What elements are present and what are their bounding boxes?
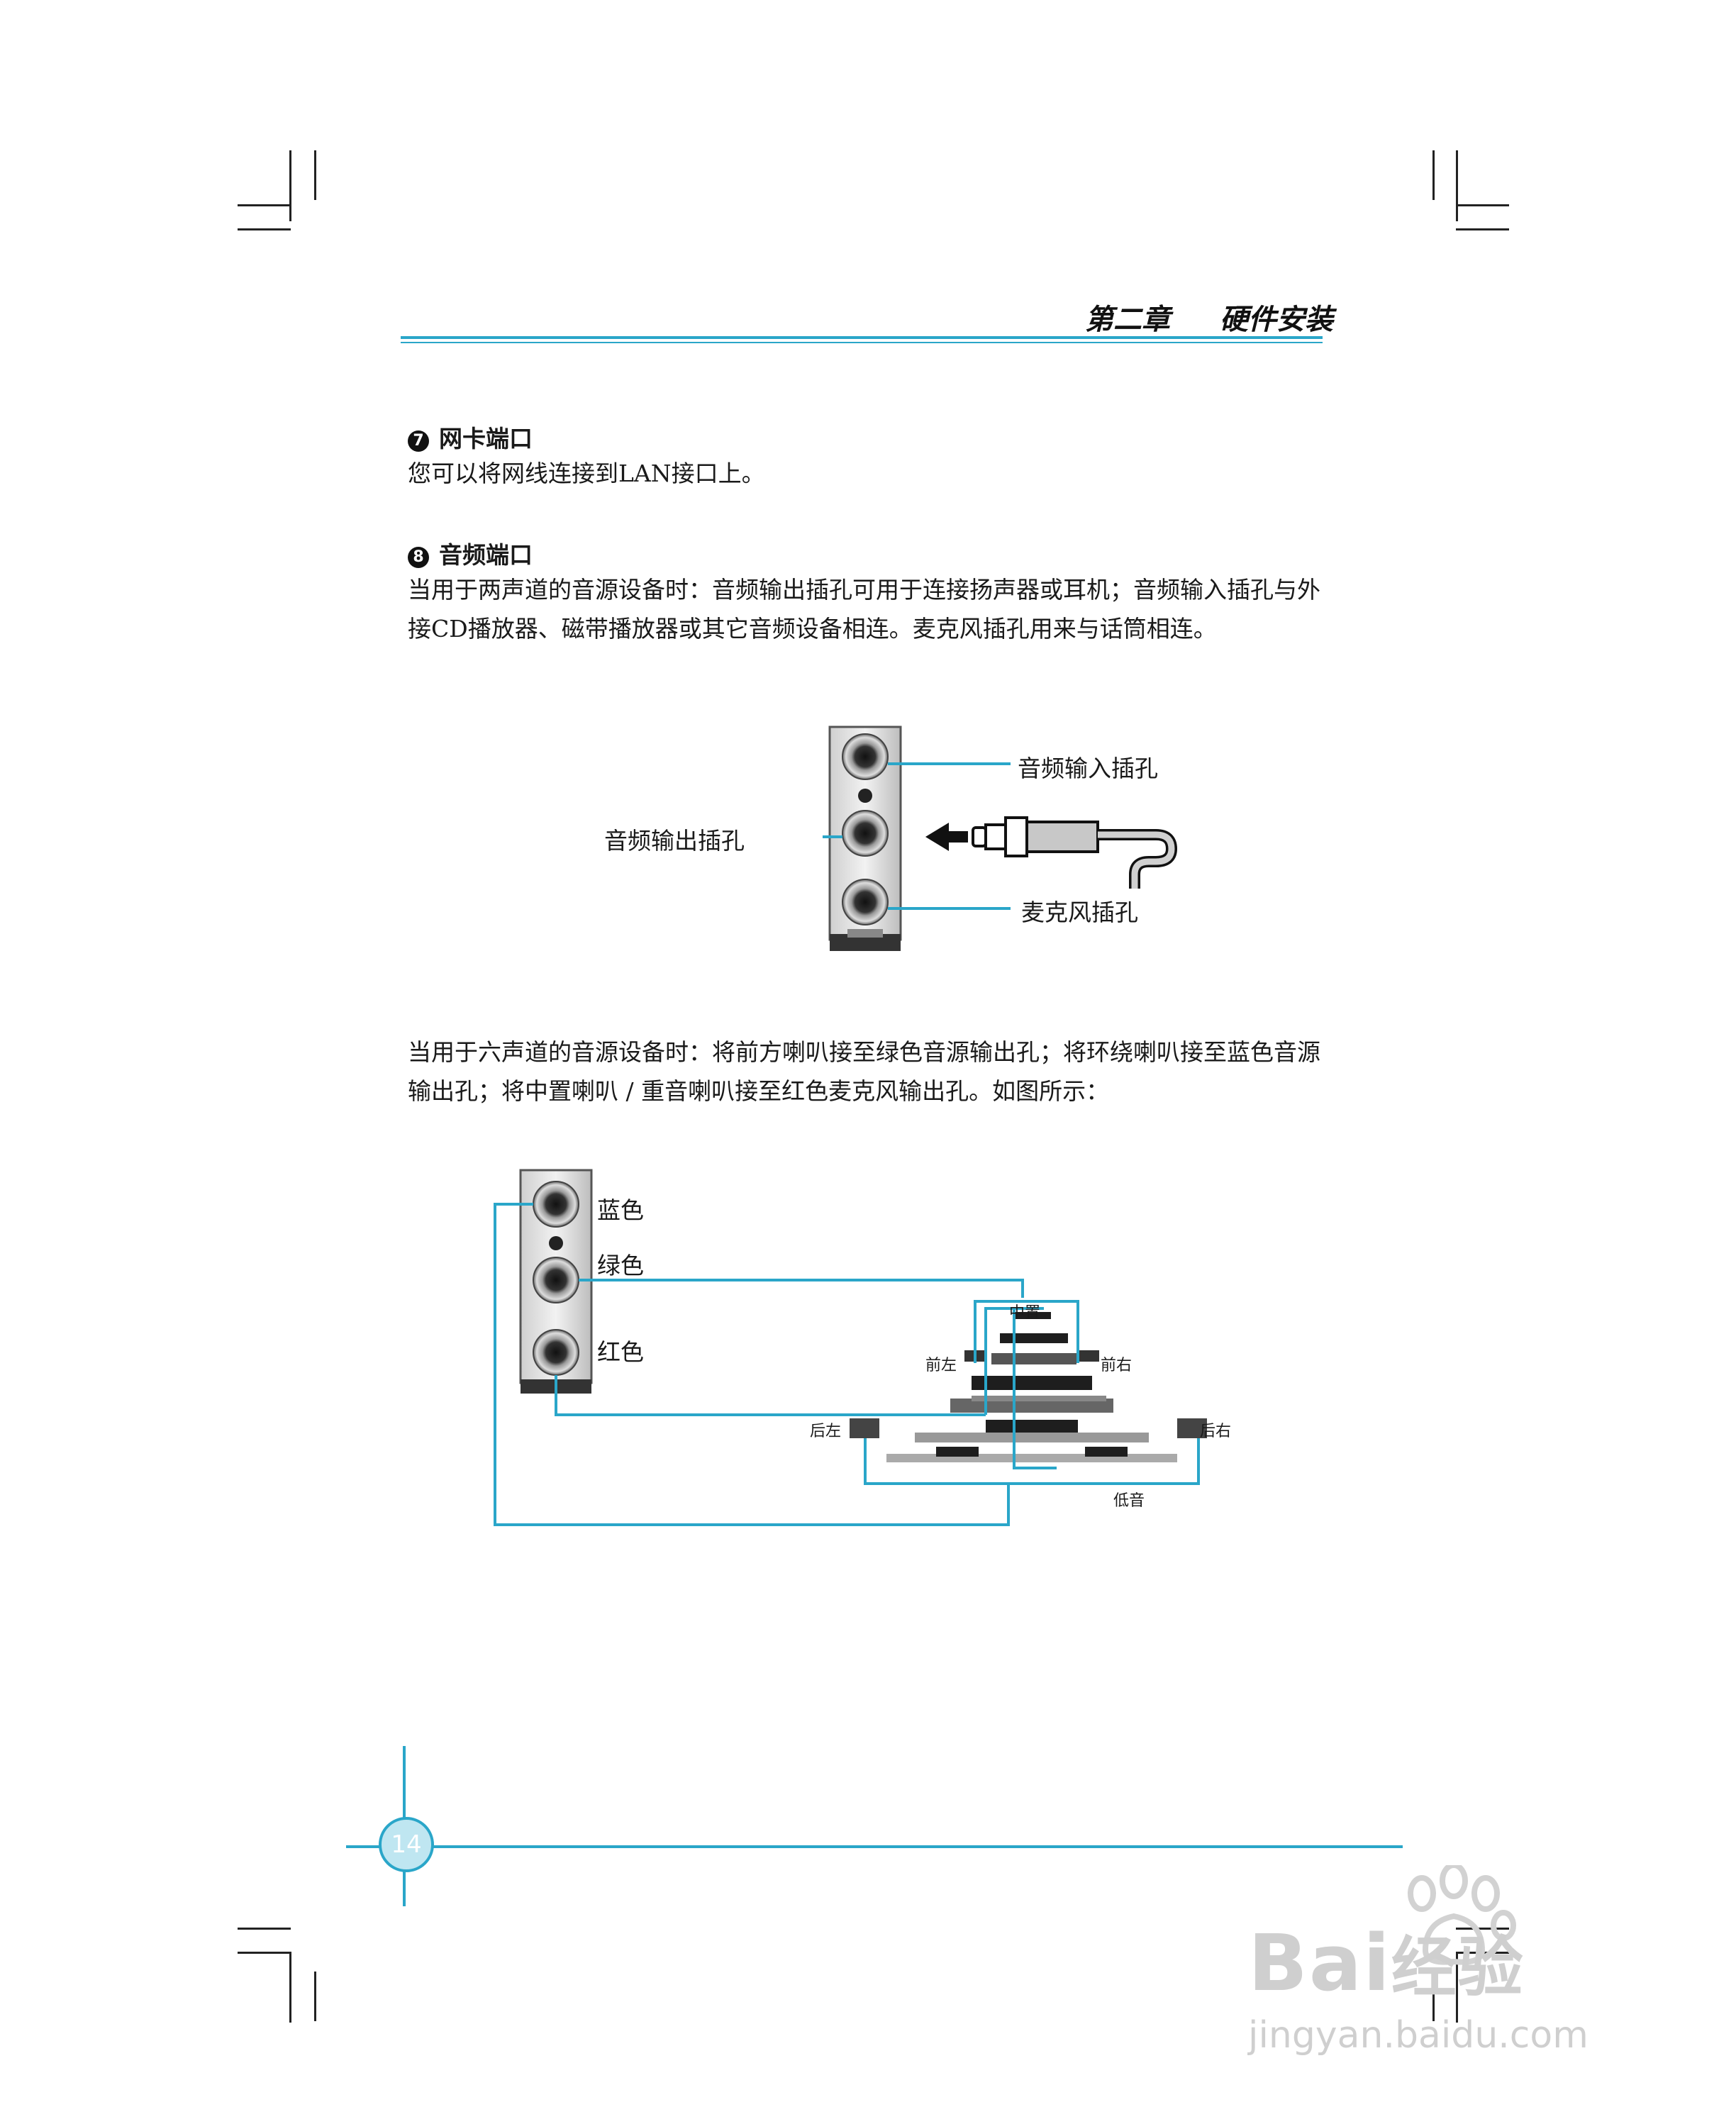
- red-jack-label: 红色: [597, 1338, 644, 1366]
- section-number-badge: 8: [408, 547, 429, 568]
- section-heading-lan: 7 网卡端口: [408, 420, 533, 454]
- green-jack-label: 绿色: [597, 1252, 644, 1279]
- rear-right-label: 后右: [1200, 1423, 1232, 1440]
- section-title: 音频端口: [439, 541, 533, 569]
- paw-logo-icon: [1408, 1865, 1516, 1965]
- mic-label: 麦克风插孔: [1021, 899, 1138, 926]
- footer-horizontal-rule: [346, 1845, 1403, 1848]
- watermark-brand: Bai经验: [1248, 1915, 1525, 2009]
- header-rule-bottom: [401, 342, 1323, 343]
- chapter-header: 第二章 硬件安装: [993, 296, 1333, 339]
- section-body-audio: 当用于两声道的音源设备时：音频输出插孔可用于连接扬声器或耳机；音频输入插孔与外接…: [408, 576, 1320, 643]
- header-rule-top: [401, 336, 1323, 339]
- line-in-label: 音频输入插孔: [1018, 755, 1158, 782]
- front-left-label: 前左: [925, 1357, 957, 1374]
- six-channel-diagram: [494, 1169, 1207, 1526]
- chapter-number: 第二章: [1085, 304, 1170, 336]
- watermark-url: jingyan.baidu.com: [1248, 2014, 1588, 2057]
- section-heading-audio: 8 音频端口: [408, 536, 533, 570]
- line-out-label: 音频输出插孔: [604, 827, 745, 855]
- bass-label: 低音: [1113, 1492, 1145, 1510]
- watermark-brand-text: Bai: [1248, 1918, 1391, 2008]
- center-speaker-label: 中置: [1009, 1304, 1041, 1322]
- section-number-badge: 7: [408, 430, 429, 452]
- section-body-lan: 您可以将网线连接到LAN接口上。: [408, 460, 765, 487]
- blue-jack-label: 蓝色: [597, 1196, 644, 1224]
- page-number: 14: [379, 1817, 434, 1872]
- audio-panel-illustration: [823, 725, 1178, 951]
- front-right-label: 前右: [1101, 1357, 1133, 1374]
- rear-left-label: 后左: [810, 1423, 842, 1440]
- six-channel-description: 当用于六声道的音源设备时：将前方喇叭接至绿色音源输出孔；将环绕喇叭接至蓝色音源输…: [408, 1038, 1320, 1105]
- chapter-title: 硬件安装: [1220, 304, 1333, 336]
- section-title: 网卡端口: [439, 425, 533, 452]
- watermark-brand-suffix: 经验: [1391, 1930, 1525, 2006]
